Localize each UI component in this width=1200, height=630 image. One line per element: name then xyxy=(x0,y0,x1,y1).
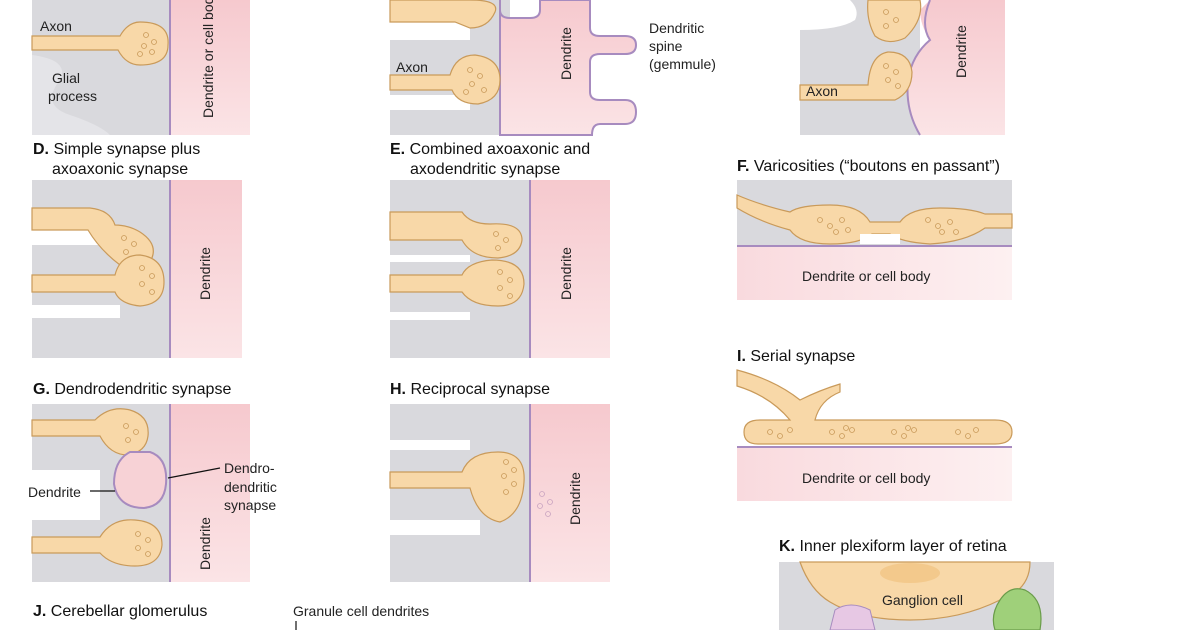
label-axon-b: Axon xyxy=(396,59,428,75)
dendrite-bulb-g xyxy=(112,451,168,510)
panel-j: J. Cerebellar glomerulus Granule cell de… xyxy=(33,603,429,630)
panel-f-title: F. Varicosities (“boutons en passant”) xyxy=(737,158,1000,175)
label-axon-c: Axon xyxy=(806,83,838,99)
panel-e: E. Combined axoaxonic and axodendritic s… xyxy=(389,141,610,358)
panel-b: Axon Dendrite Dendritic spine (gemmule) xyxy=(389,0,716,136)
panel-h-title: H. Reciprocal synapse xyxy=(390,381,550,398)
label-process: process xyxy=(48,88,97,104)
panel-a: Axon Glial process Dendrite or cell body xyxy=(31,0,250,135)
panel-e-title-2: axodendritic synapse xyxy=(410,161,560,178)
label-dd-1: Dendro- xyxy=(224,460,275,476)
label-dendrite-b: Dendrite xyxy=(558,27,574,80)
label-body-i: Dendrite or cell body xyxy=(802,470,930,486)
label-granule-cell-dendrites: Granule cell dendrites xyxy=(293,603,429,619)
panel-h: H. Reciprocal synapse Dendrite xyxy=(389,381,610,582)
label-dd-2: dendritic xyxy=(224,479,277,495)
label-dendrite-or-cell-body-a: Dendrite or cell body xyxy=(200,0,216,118)
panel-j-title: J. Cerebellar glomerulus xyxy=(33,603,207,620)
axon-terminal-b xyxy=(389,54,501,105)
label-gemmule: (gemmule) xyxy=(649,56,716,72)
panel-i: I. Serial synapse Dendrite or cell body xyxy=(736,348,1013,501)
panel-i-title: I. Serial synapse xyxy=(737,348,855,365)
panel-e-title-1: E. Combined axoaxonic and xyxy=(390,141,590,158)
panel-k-title: K. Inner plexiform layer of retina xyxy=(779,538,1007,555)
label-ganglion-cell: Ganglion cell xyxy=(882,592,963,608)
label-dendrite-c: Dendrite xyxy=(953,25,969,78)
panel-g-title: G. Dendrodendritic synapse xyxy=(33,381,231,398)
label-spine: spine xyxy=(649,38,683,54)
label-axon-a: Axon xyxy=(40,18,72,34)
panel-d-title-2: axoaxonic synapse xyxy=(52,161,188,178)
label-dendrite-g: Dendrite xyxy=(197,517,213,570)
panel-d: D. Simple synapse plus axoaxonic synapse… xyxy=(31,141,242,358)
panel-c: Axon Dendrite xyxy=(799,0,1005,136)
dendrite-with-spines-shape xyxy=(499,0,638,136)
label-dendrite-e: Dendrite xyxy=(558,247,574,300)
label-dendritic: Dendritic xyxy=(649,20,704,36)
dendrite-shape xyxy=(170,0,250,135)
dendrite-shape-c xyxy=(907,0,1005,135)
axon-terminal-shape xyxy=(31,21,169,66)
label-dendrite-h: Dendrite xyxy=(567,472,583,525)
label-dendrite-d: Dendrite xyxy=(197,247,213,300)
label-glial: Glial xyxy=(52,70,80,86)
label-dendrite-left-g: Dendrite xyxy=(28,484,81,500)
panel-k: K. Inner plexiform layer of retina Gangl… xyxy=(779,538,1054,630)
panel-d-title-1: D. Simple synapse plus xyxy=(33,141,200,158)
label-dd-3: synapse xyxy=(224,497,276,513)
label-body-f: Dendrite or cell body xyxy=(802,268,930,284)
panel-g: G. Dendrodendritic synapse Dendrite Dend… xyxy=(28,381,277,582)
panel-f: F. Varicosities (“boutons en passant”) D… xyxy=(736,158,1013,300)
